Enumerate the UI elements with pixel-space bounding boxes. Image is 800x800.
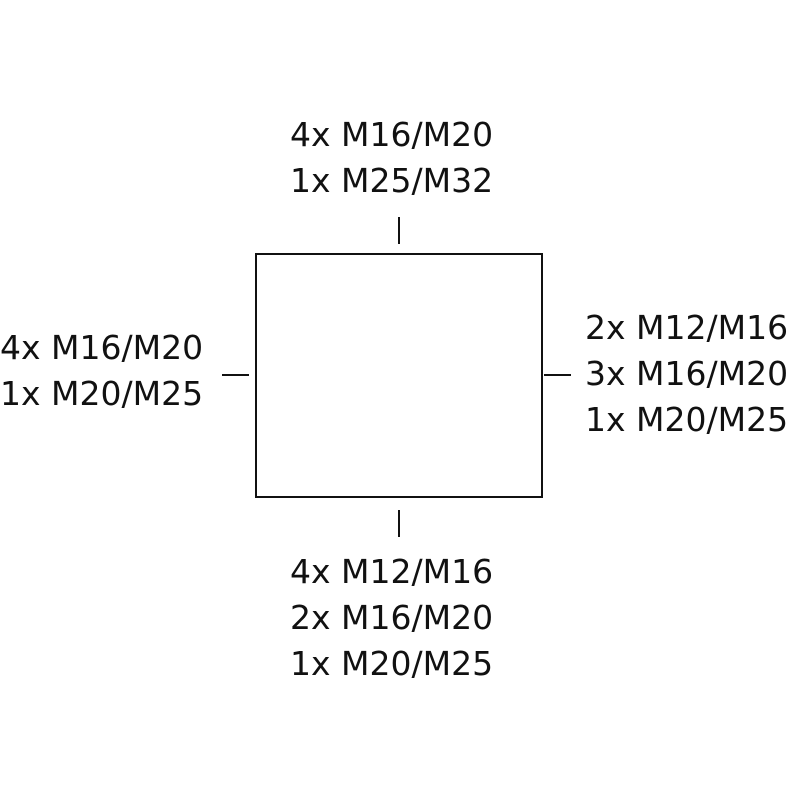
bottom-entry-line-1: 4x M12/M16 bbox=[290, 552, 494, 591]
bottom-entries-label: 4x M12/M16 2x M16/M20 1x M20/M25 bbox=[290, 549, 510, 687]
top-entries-label: 4x M16/M20 1x M25/M32 bbox=[290, 112, 510, 204]
right-entry-line-2: 3x M16/M20 bbox=[585, 354, 789, 393]
top-entry-tick bbox=[398, 217, 400, 244]
bottom-entry-line-3: 1x M20/M25 bbox=[290, 644, 494, 683]
bottom-entry-tick bbox=[398, 510, 400, 537]
left-entry-line-1: 4x M16/M20 bbox=[0, 328, 204, 367]
left-entry-line-2: 1x M20/M25 bbox=[0, 374, 204, 413]
bottom-entry-line-2: 2x M16/M20 bbox=[290, 598, 494, 637]
right-entries-label: 2x M12/M16 3x M16/M20 1x M20/M25 bbox=[585, 305, 800, 443]
top-entry-line-1: 4x M16/M20 bbox=[290, 115, 494, 154]
right-entry-line-3: 1x M20/M25 bbox=[585, 400, 789, 439]
right-entry-tick bbox=[544, 374, 571, 376]
enclosure-box bbox=[255, 253, 543, 498]
left-entries-label: 4x M16/M20 1x M20/M25 bbox=[0, 325, 215, 417]
right-entry-line-1: 2x M12/M16 bbox=[585, 308, 789, 347]
left-entry-tick bbox=[222, 374, 249, 376]
top-entry-line-2: 1x M25/M32 bbox=[290, 161, 494, 200]
